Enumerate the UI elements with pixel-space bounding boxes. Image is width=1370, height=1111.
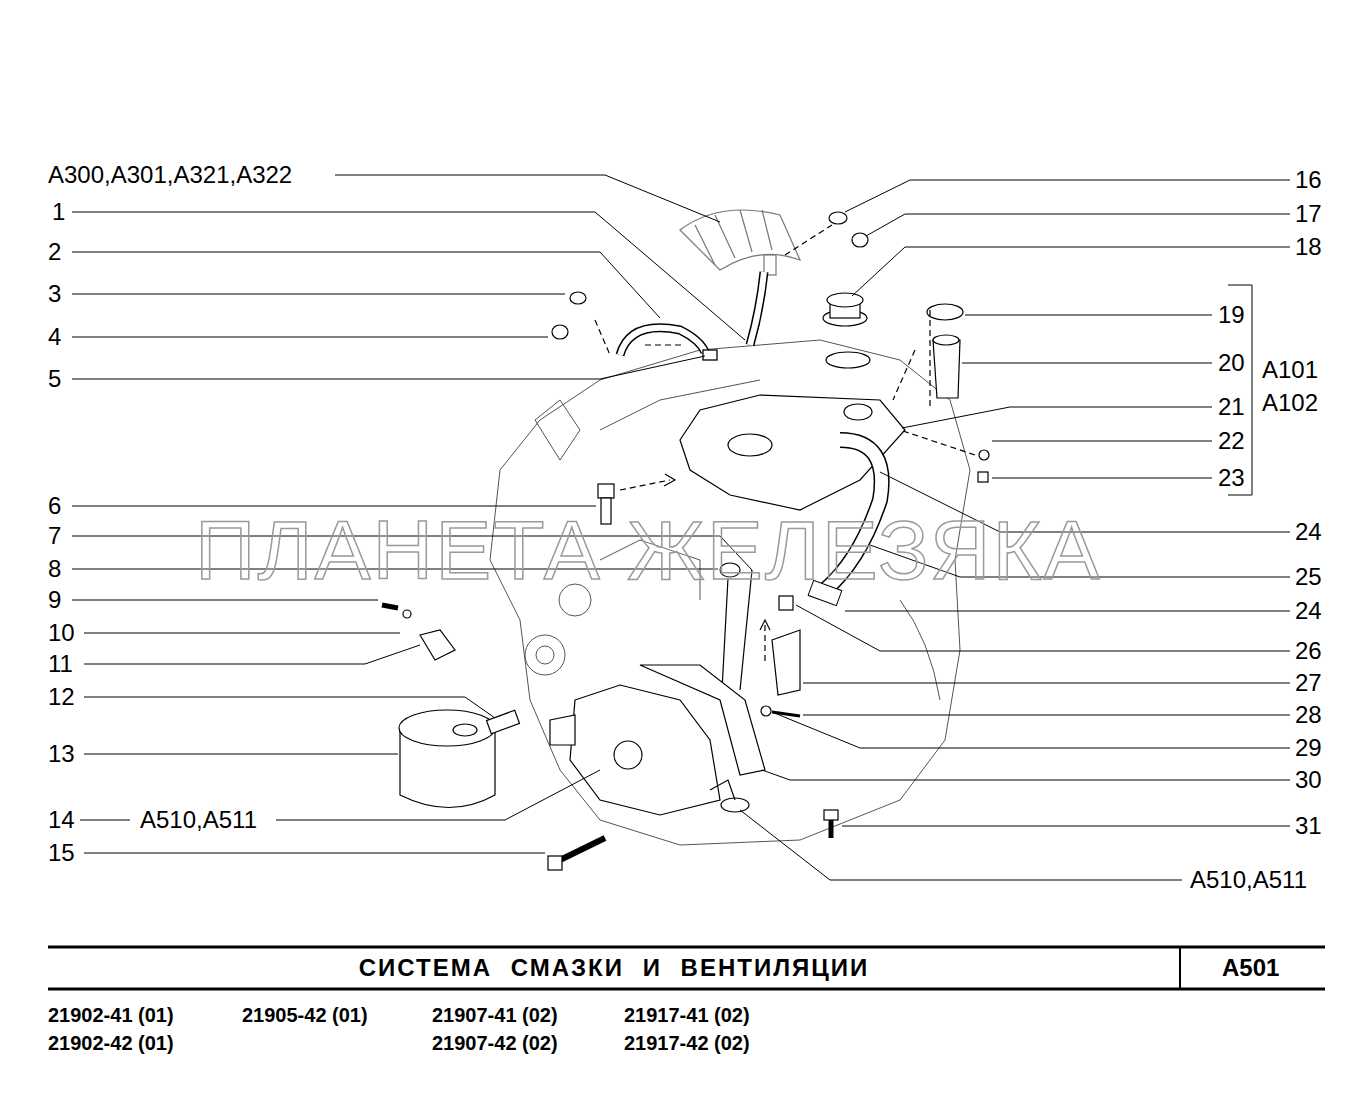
callout-number: 17 <box>1295 202 1322 226</box>
callout-number: 24 <box>1295 599 1322 623</box>
callout-number: 10 <box>48 621 75 645</box>
callout-number: 24 <box>1295 520 1322 544</box>
assembly-reference: А102 <box>1262 391 1318 415</box>
assembly-reference: А300,А301,А321,А322 <box>48 163 292 187</box>
model-code: 21902-41 (01) <box>48 1005 174 1025</box>
assembly-reference: А510,А511 <box>1190 868 1307 892</box>
callout-number: 22 <box>1218 429 1245 453</box>
callout-number: 19 <box>1218 303 1245 327</box>
callout-number: 8 <box>48 557 61 581</box>
model-code: 21917-41 (02) <box>624 1005 750 1025</box>
callout-number: 18 <box>1295 235 1322 259</box>
watermark: ПЛАНЕТА ЖЕЛЕЗЯКА <box>195 508 1101 592</box>
callout-number: 27 <box>1295 671 1322 695</box>
model-code: 21907-42 (02) <box>432 1033 558 1053</box>
clamps <box>552 212 868 339</box>
callout-number: 15 <box>48 841 75 865</box>
callout-number: 29 <box>1295 736 1322 760</box>
air-duct <box>680 210 800 275</box>
oil-pump <box>550 665 765 815</box>
callout-number: 16 <box>1295 168 1322 192</box>
callout-number: 12 <box>48 685 75 709</box>
callout-number: 25 <box>1295 565 1322 589</box>
callout-number: 26 <box>1295 639 1322 663</box>
callout-number: 5 <box>48 367 61 391</box>
callout-number: 21 <box>1218 395 1245 419</box>
callout-number: 13 <box>48 742 75 766</box>
callout-number: 11 <box>48 652 73 676</box>
leader-lines <box>72 175 1290 880</box>
callout-number: 1 <box>52 200 65 224</box>
assembly-arrows <box>595 225 975 665</box>
assembly-reference: А510,А511 <box>140 808 257 832</box>
callout-number: 6 <box>48 494 61 518</box>
model-code: 21905-42 (01) <box>242 1005 368 1025</box>
callout-number: 2 <box>48 240 61 264</box>
assembly-reference: А101 <box>1262 358 1318 382</box>
model-code: 21907-41 (02) <box>432 1005 558 1025</box>
callout-number: 28 <box>1295 703 1322 727</box>
callout-number: 7 <box>48 524 61 548</box>
callout-number: 4 <box>48 325 61 349</box>
callout-number: 3 <box>48 282 61 306</box>
oil-filter <box>399 710 519 808</box>
vent-hoses <box>620 272 764 360</box>
callout-number: 9 <box>48 588 61 612</box>
callout-number: 31 <box>1295 814 1322 838</box>
callout-number: 14 <box>48 808 75 832</box>
filler-parts <box>823 293 963 398</box>
model-code: 21902-42 (01) <box>48 1033 174 1053</box>
callout-number: 30 <box>1295 768 1322 792</box>
diagram-title: СИСТЕМА СМАЗКИ И ВЕНТИЛЯЦИИ <box>48 956 1180 980</box>
sheet-code: А501 <box>1222 956 1279 980</box>
engine-block <box>490 340 970 845</box>
callout-number: 23 <box>1218 466 1245 490</box>
callout-number: 20 <box>1218 351 1245 375</box>
model-code: 21917-42 (02) <box>624 1033 750 1053</box>
title-frame <box>48 947 1325 989</box>
